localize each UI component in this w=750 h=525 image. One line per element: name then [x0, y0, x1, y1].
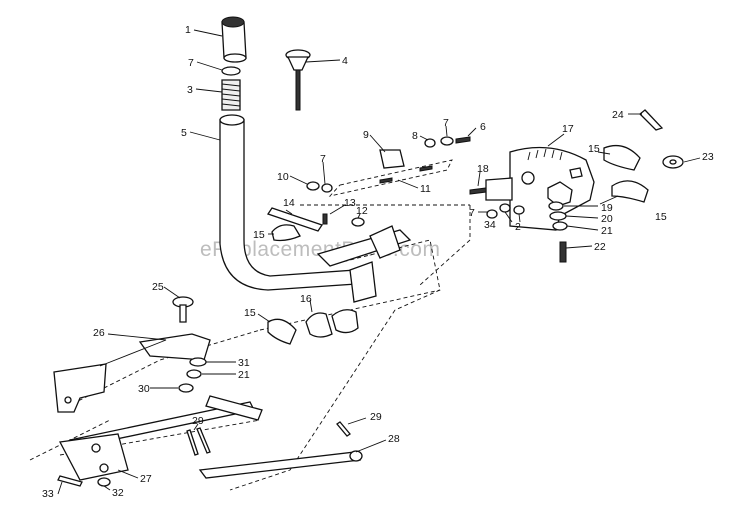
part-8-nut: [424, 138, 436, 148]
callout-21-b: 21: [238, 369, 250, 381]
callout-34: 34: [484, 219, 496, 231]
part-32-washer: [97, 477, 111, 487]
part-12-nut: [351, 217, 365, 227]
part-13-bolt: [322, 213, 328, 225]
callout-29-a: 29: [192, 415, 204, 427]
callout-26: 26: [93, 327, 105, 339]
callout-28: 28: [388, 433, 400, 445]
callout-27: 27: [140, 473, 152, 485]
part-29-pin-c: [336, 421, 351, 437]
part-24-cotter-pin: [639, 109, 664, 131]
part-22-bolt: [559, 241, 567, 263]
callout-15-c: 15: [655, 211, 667, 223]
callout-10: 10: [277, 171, 289, 183]
part-16-bushings: [305, 309, 359, 338]
callout-12: 12: [356, 205, 368, 217]
part-15-clip-b: [603, 144, 641, 171]
callout-31: 31: [238, 357, 250, 369]
part-7-washer-d: [486, 209, 498, 219]
part-19-washer: [548, 201, 564, 211]
part-15-clip-a: [271, 224, 301, 242]
callout-5: 5: [181, 127, 187, 139]
part-3-spring: [221, 79, 241, 111]
part-21-nut: [552, 221, 568, 231]
callout-20: 20: [601, 213, 613, 225]
callout-7-c: 7: [443, 117, 449, 129]
callout-7-b: 7: [320, 153, 326, 165]
part-7-washer: [221, 66, 241, 76]
part-20-washer: [549, 211, 567, 221]
part-4-latch-pin: [285, 49, 311, 111]
part-25-carriage-bolt: [172, 296, 194, 323]
callout-22: 22: [594, 241, 606, 253]
part-11-screw-b: [419, 165, 433, 172]
callout-25: 25: [152, 281, 164, 293]
callout-19: 19: [601, 202, 613, 214]
part-7-washer-b: [321, 183, 333, 193]
part-26-mounting-brackets: [53, 333, 211, 413]
callout-labels: 1 7 3 5 4 9 7 10 11 14 13 12 15 8 7 6 24…: [42, 24, 714, 500]
callout-11: 11: [420, 183, 431, 195]
callout-23: 23: [702, 151, 714, 163]
part-31-washer: [189, 357, 207, 367]
callout-1: 1: [185, 24, 191, 36]
callout-8: 8: [412, 130, 418, 142]
part-29-pin-a: [186, 429, 199, 456]
part-5-shift-lever: [219, 114, 412, 303]
callout-15-d: 15: [244, 307, 256, 319]
callout-4: 4: [342, 55, 348, 67]
callout-9: 9: [363, 129, 369, 141]
callout-30: 30: [138, 383, 150, 395]
part-33-cotter: [57, 475, 83, 487]
callout-7-a: 7: [188, 57, 194, 69]
part-18-screw: [469, 187, 487, 195]
callout-3: 3: [187, 84, 193, 96]
part-21-nut-b: [186, 369, 202, 379]
callout-33: 33: [42, 488, 54, 500]
part-10-nut: [306, 181, 320, 191]
part-11-screw: [379, 177, 393, 184]
part-6-bolt: [455, 136, 471, 144]
part-28-shift-rod: [198, 451, 362, 479]
part-15-clip-d: [267, 318, 297, 345]
part-9-bracket: [379, 149, 405, 169]
callout-16: 16: [300, 293, 312, 305]
callout-29-b: 29: [370, 411, 382, 423]
callout-2: 2: [515, 221, 521, 233]
part-2-nut: [513, 205, 525, 215]
callout-24: 24: [612, 109, 624, 121]
callout-15-a: 15: [253, 229, 265, 241]
callout-7-d: 7: [469, 207, 475, 219]
part-27-shift-arm-assembly: [58, 395, 263, 481]
part-23-washer-hole: [669, 159, 677, 165]
callout-17: 17: [562, 123, 574, 135]
part-17-gear-plate: [485, 146, 595, 231]
part-1-grip-cap: [221, 16, 247, 63]
callout-14: 14: [283, 197, 295, 209]
callout-32: 32: [112, 487, 124, 499]
part-15-clip-c: [611, 180, 649, 203]
part-28-rod-end: [349, 450, 363, 462]
callout-18: 18: [477, 163, 489, 175]
callout-6: 6: [480, 121, 486, 133]
callout-13: 13: [344, 197, 356, 209]
callout-15-b: 15: [588, 143, 600, 155]
callout-21-a: 21: [601, 225, 613, 237]
part-29-pin-b: [196, 427, 211, 454]
part-7-washer-c: [440, 136, 454, 146]
leader-lines: [57, 29, 701, 495]
part-34-nut: [499, 203, 511, 213]
part-30-nut: [178, 383, 194, 393]
part-14-bar: [266, 207, 324, 232]
